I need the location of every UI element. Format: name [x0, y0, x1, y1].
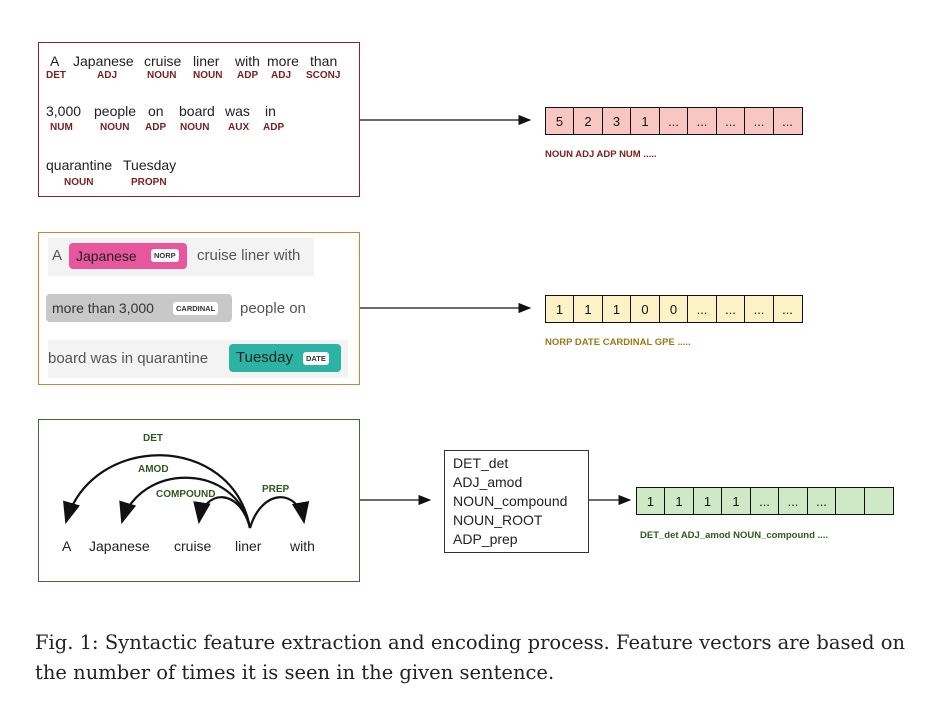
ner-panel [38, 232, 360, 385]
pos-tag: NOUN [180, 122, 210, 133]
pos-tag: ADP [145, 122, 167, 133]
pos-tag: PROPN [131, 177, 167, 188]
vector-cell: ... [744, 295, 774, 323]
vector-cell [863, 487, 894, 515]
vector-cell: ... [772, 295, 803, 323]
pos-word: A [50, 53, 60, 69]
pos-tag: ADJ [271, 70, 292, 81]
vector-cell: 1 [635, 487, 666, 515]
vector-cell: 2 [573, 107, 603, 135]
vector-cell: ... [658, 107, 689, 135]
vector-cell: ... [772, 107, 803, 135]
arc-compound [193, 496, 252, 529]
feature-item: NOUN_compound [453, 493, 568, 509]
vector-cell: 1 [630, 107, 660, 135]
arc-label-det: DET [143, 433, 163, 444]
pos-tag: AUX [228, 122, 250, 133]
ner-entity-label: DATE [303, 352, 329, 365]
vector-cell: 1 [692, 487, 723, 515]
ner-entity-text: Tuesday [236, 349, 293, 366]
pos-word: more [267, 53, 299, 69]
vector-cell: 1 [664, 487, 694, 515]
vector-cell: 1 [544, 295, 575, 323]
pos-word: people [94, 103, 137, 119]
pos-tag: SCONJ [306, 70, 341, 81]
figure-caption: Fig. 1: Syntactic feature extraction and… [35, 631, 905, 684]
pos-word: Tuesday [123, 157, 177, 173]
dep-word: Japanese [89, 538, 150, 554]
dependency-panel [38, 419, 360, 582]
dep-word: A [62, 538, 72, 554]
pos-word: board [179, 103, 215, 119]
pos-vector-caption: NOUN ADJ ADP NUM ..... [545, 149, 657, 160]
arc-det [63, 454, 252, 529]
pos-tag: NOUN [147, 70, 177, 81]
vector-cell: 3 [601, 107, 632, 135]
vector-cell: ... [687, 295, 717, 323]
pos-word: with [235, 53, 260, 69]
pos-tagging-panel [38, 42, 360, 197]
arc-prep [248, 496, 310, 529]
ner-entity-label: NORP [151, 249, 179, 262]
ner-vector-caption: NORP DATE CARDINAL GPE ..... [545, 337, 691, 348]
pos-tag: NOUN [64, 177, 94, 188]
pos-tag: DET [46, 70, 66, 81]
arc-label-compound: COMPOUND [156, 489, 216, 500]
vector-cell: ... [687, 107, 717, 135]
pos-word: on [148, 103, 164, 119]
ner-entity-label: CARDINAL [173, 302, 219, 315]
vector-cell: 5 [544, 107, 575, 135]
ner-entity-text: Japanese [76, 248, 137, 264]
ner-text: people on [240, 300, 306, 317]
dependency-feature-list: DET_det ADJ_amod NOUN_compound NOUN_ROOT… [444, 450, 589, 553]
vector-cell [835, 487, 865, 515]
pos-tag: ADP [263, 122, 285, 133]
vector-cell: ... [778, 487, 808, 515]
feature-item: NOUN_ROOT [453, 512, 543, 528]
pos-word: quarantine [46, 157, 113, 173]
feature-item: ADJ_amod [453, 474, 523, 490]
vector-cell: 0 [658, 295, 689, 323]
arc-label-prep: PREP [262, 484, 290, 495]
ner-text: board was in quarantine [48, 350, 209, 367]
pos-tag: ADP [237, 70, 259, 81]
vector-cell: ... [715, 295, 746, 323]
pos-word: 3,000 [46, 103, 82, 119]
pos-word: in [265, 103, 276, 119]
pos-tag: NOUN [193, 70, 223, 81]
feature-item: DET_det [453, 455, 509, 471]
arc-amod [119, 476, 252, 529]
pos-word: was [225, 103, 250, 119]
vector-cell: 1 [721, 487, 751, 515]
arc-label-amod: AMOD [138, 464, 169, 475]
pos-tag: ADJ [97, 70, 118, 81]
pos-word: cruise [144, 53, 182, 69]
pos-tag: NUM [50, 122, 73, 133]
feature-item: ADP_prep [453, 531, 518, 547]
pos-word: Japanese [73, 53, 134, 69]
pos-word: liner [193, 53, 220, 69]
vector-cell: 1 [601, 295, 632, 323]
ner-text: A [52, 247, 63, 264]
dep-word: liner [235, 538, 262, 554]
ner-text: cruise liner with [197, 247, 301, 264]
ner-entity-text: more than 3,000 [52, 300, 154, 316]
pos-tag: NOUN [100, 122, 130, 133]
dep-vector-caption: DET_det ADJ_amod NOUN_compound .... [640, 530, 829, 541]
dep-word: with [290, 538, 315, 554]
pos-word: than [310, 53, 338, 69]
dep-word: cruise [174, 538, 212, 554]
